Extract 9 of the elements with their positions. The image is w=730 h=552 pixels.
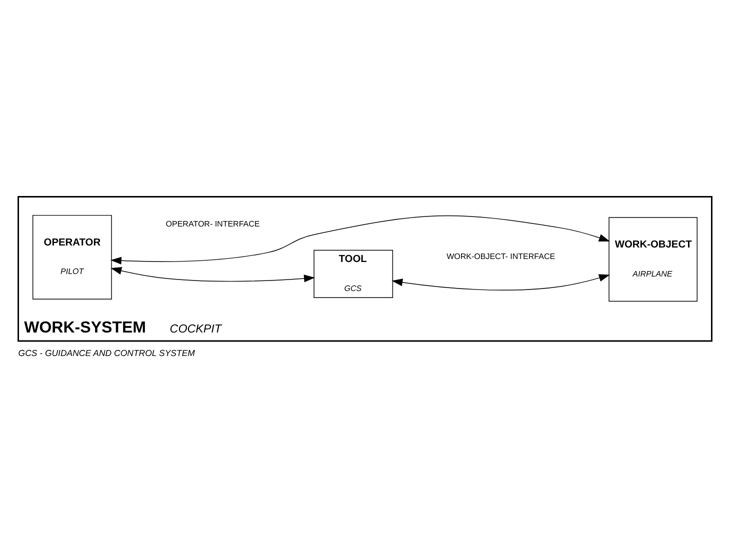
arrow [110, 214, 610, 264]
arrow [110, 266, 315, 282]
caption: GCS - GUIDANCE AND CONTROL SYSTEM [18, 347, 195, 358]
node-box: OPERATOR PILOT [32, 214, 112, 299]
label: WORK-OBJECT- INTERFACE [446, 252, 556, 261]
node-box: TOOL GCS [314, 249, 394, 298]
arrow [392, 274, 610, 290]
label: OPERATOR- INTERFACE [166, 218, 260, 228]
node-box: WORK-OBJECT AIRPLANE [608, 216, 698, 302]
